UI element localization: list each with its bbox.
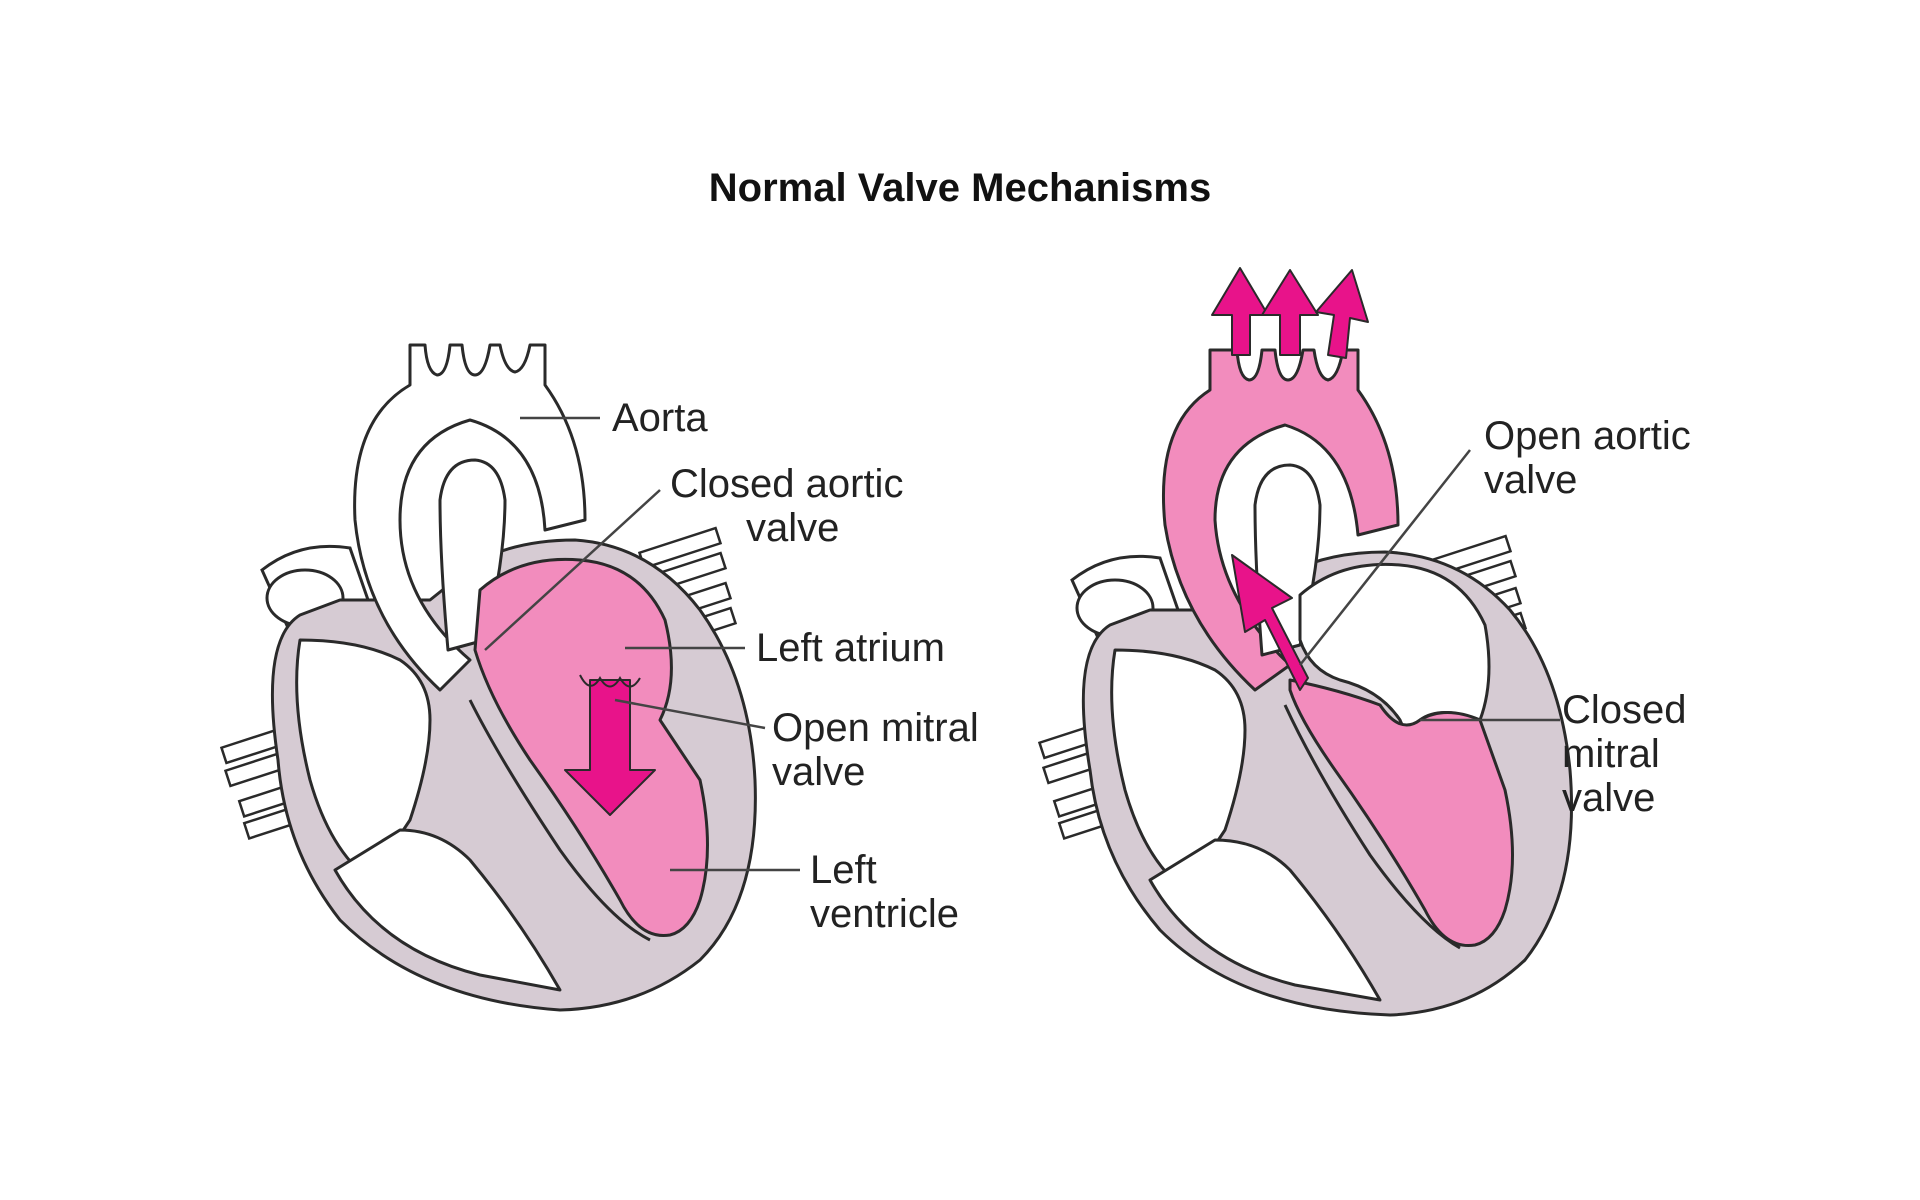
label-open-aortic-valve: Open aortic valve: [1484, 414, 1691, 502]
label-left-atrium: Left atrium: [756, 626, 945, 670]
right-heart: [1037, 267, 1574, 1017]
right-heart-right-ventricle: [1148, 838, 1382, 1002]
left-heart-aorta: [353, 343, 587, 692]
left-heart-right-atrium: [295, 638, 432, 882]
label-left-ventricle: Left ventricle: [810, 848, 959, 936]
right-heart-aortic-outflow-arrows: [1211, 267, 1369, 359]
label-closed-mitral-valve: Closed mitral valve: [1562, 688, 1687, 820]
right-heart-ventricular-outflow-arrow: [1231, 554, 1309, 691]
right-heart-open-aortic-valve-leader: [1299, 449, 1471, 666]
left-heart-right-ventricle: [333, 828, 562, 992]
left-heart-open-mitral-valve-leader: [614, 698, 766, 730]
left-heart: [219, 343, 800, 1012]
label-closed-aortic-valve: Closed aortic valve: [670, 462, 904, 550]
right-heart-aorta: [1161, 348, 1400, 692]
right-heart-left-ventricle: [1288, 678, 1514, 948]
left-heart-closed-aortic-valve-leader: [484, 489, 661, 651]
left-heart-mitral-flow-arrow: [564, 679, 656, 816]
right-heart-right-atrium: [1110, 648, 1247, 892]
label-aorta: Aorta: [612, 396, 708, 440]
diagram-title: Normal Valve Mechanisms: [708, 166, 1212, 210]
label-open-mitral-valve: Open mitral valve: [772, 706, 979, 794]
